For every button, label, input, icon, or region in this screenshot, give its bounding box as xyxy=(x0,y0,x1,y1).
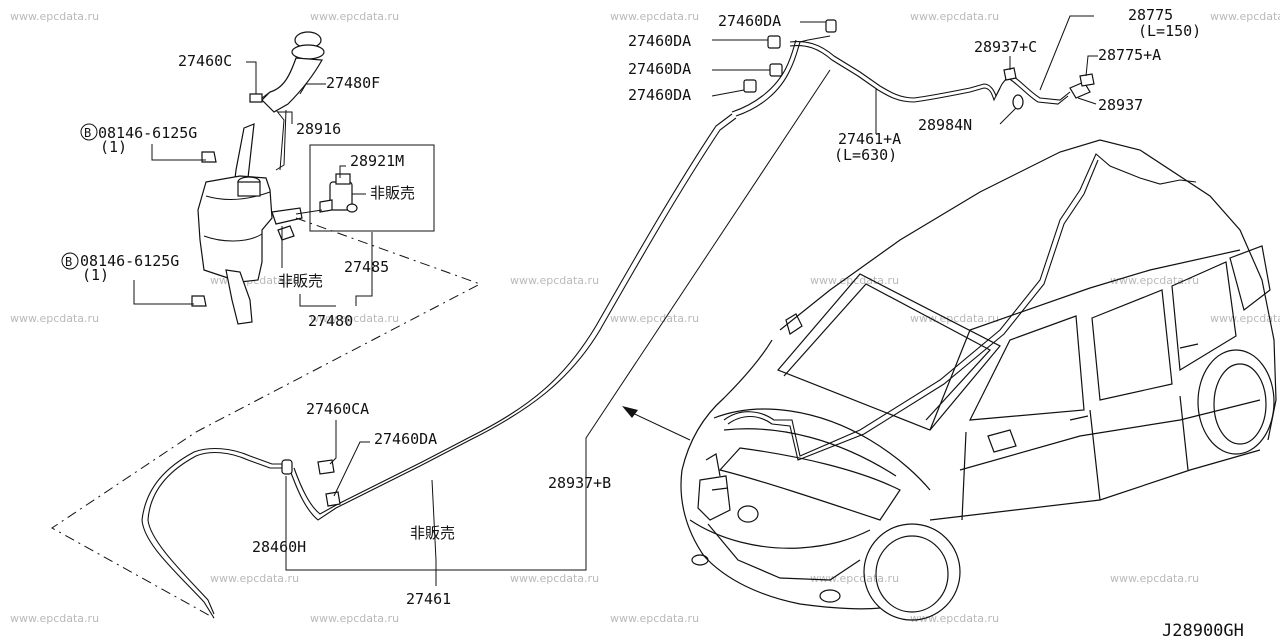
label-28921m: 28921M xyxy=(350,152,404,170)
leader-lines-lower xyxy=(285,69,831,586)
rear-hose-routing xyxy=(743,19,1095,110)
label-28775a: 28775+A xyxy=(1098,46,1161,64)
label-not-for-sale-1: 非販売 xyxy=(370,184,415,202)
watermark: www.epcdata.ru xyxy=(10,10,99,23)
grommet-28984n xyxy=(1012,94,1024,110)
watermark: www.epcdata.ru xyxy=(510,274,599,287)
label-27460da-1: 27460DA xyxy=(718,12,781,30)
clip-27460da-4 xyxy=(743,79,757,93)
watermark: www.epcdata.ru xyxy=(910,10,999,23)
location-arrow xyxy=(622,406,691,441)
watermark: www.epcdata.ru xyxy=(10,312,99,325)
rear-wheel xyxy=(1197,349,1275,455)
watermark: www.epcdata.ru xyxy=(210,572,299,585)
filler-cap-ring xyxy=(291,44,325,60)
watermark: www.epcdata.ru xyxy=(1210,312,1280,325)
tank-bracket-lower xyxy=(225,269,253,325)
watermark: www.epcdata.ru xyxy=(610,10,699,23)
label-27461: 27461 xyxy=(406,590,451,608)
watermark: www.epcdata.ru xyxy=(310,10,399,23)
label-28460h: 28460H xyxy=(252,538,306,556)
label-bolt-08146-lower: 08146-6125G xyxy=(80,252,179,270)
bolt-mark-letter: B xyxy=(84,126,91,140)
label-28937c: 28937+C xyxy=(974,38,1037,56)
clip-27460da-3 xyxy=(769,63,783,77)
joint-28937c xyxy=(1003,67,1017,81)
label-28775: 28775 xyxy=(1128,6,1173,24)
tank-outlet xyxy=(277,225,295,241)
diagram-code: J28900GH xyxy=(1162,621,1244,640)
leader-lines-left xyxy=(133,61,373,307)
label-bolt-08146-upper: 08146-6125G xyxy=(98,124,197,142)
bolt-mark-letter: B xyxy=(65,255,72,269)
connector-28460h xyxy=(281,459,293,475)
front-wheel xyxy=(863,523,961,621)
label-27461a-length: (L=630) xyxy=(834,146,897,164)
label-27480: 27480 xyxy=(308,312,353,330)
watermark: www.epcdata.ru xyxy=(1210,10,1280,23)
clip-27460da-2 xyxy=(767,35,781,49)
leader-lines-top-right xyxy=(711,15,1098,134)
label-28775-length: (L=150) xyxy=(1138,22,1201,40)
pump-mount xyxy=(271,207,303,225)
clip-27460c xyxy=(249,93,263,103)
label-28937b: 28937+B xyxy=(548,474,611,492)
label-bolt-qty-lower: (1) xyxy=(82,266,109,284)
watermark: www.epcdata.ru xyxy=(610,612,699,625)
washer-tank-assembly xyxy=(191,31,325,325)
label-28984n: 28984N xyxy=(918,116,972,134)
front-hose-routing xyxy=(141,35,831,619)
label-27460da-lower: 27460DA xyxy=(374,430,437,448)
watermark: www.epcdata.ru xyxy=(310,612,399,625)
washer-tank xyxy=(197,175,273,283)
washer-pump xyxy=(319,173,358,213)
label-27460ca: 27460CA xyxy=(306,400,369,418)
clip-27460da-1 xyxy=(825,19,837,33)
label-28916: 28916 xyxy=(296,120,341,138)
label-27460da-3: 27460DA xyxy=(628,60,691,78)
label-not-for-sale-3: 非販売 xyxy=(410,524,455,542)
bolt-mark-2: B xyxy=(61,252,79,270)
label-27461a: 27461+A xyxy=(838,130,901,148)
label-28937: 28937 xyxy=(1098,96,1143,114)
label-bolt-qty-upper: (1) xyxy=(100,138,127,156)
label-not-for-sale-2: 非販売 xyxy=(278,272,323,290)
watermark-layer: www.epcdata.ru www.epcdata.ru www.epcdat… xyxy=(10,10,1280,625)
watermark: www.epcdata.ru xyxy=(610,312,699,325)
watermark: www.epcdata.ru xyxy=(310,312,399,325)
bolt-mark-1: B xyxy=(80,123,98,141)
watermark: www.epcdata.ru xyxy=(1110,572,1199,585)
label-27460c: 27460C xyxy=(178,52,232,70)
label-27460da-2: 27460DA xyxy=(628,32,691,50)
watermark: www.epcdata.ru xyxy=(510,572,599,585)
reference-frame xyxy=(51,217,482,619)
vehicle-outline xyxy=(680,139,1277,621)
bolt-lower xyxy=(191,295,207,307)
labels: 27460C 27480F 28916 B 08146-6125G (1) 28… xyxy=(61,6,1244,640)
clip-27460da-lower xyxy=(325,491,341,507)
watermark: www.epcdata.ru xyxy=(810,572,899,585)
label-27460da-4: 27460DA xyxy=(628,86,691,104)
watermark: www.epcdata.ru xyxy=(910,312,999,325)
label-27485: 27485 xyxy=(344,258,389,276)
check-valve-28775a xyxy=(1079,73,1095,87)
label-27480f: 27480F xyxy=(326,74,380,92)
pump-inset-box xyxy=(309,144,435,232)
filler-neck xyxy=(261,57,323,113)
watermark: www.epcdata.ru xyxy=(10,612,99,625)
